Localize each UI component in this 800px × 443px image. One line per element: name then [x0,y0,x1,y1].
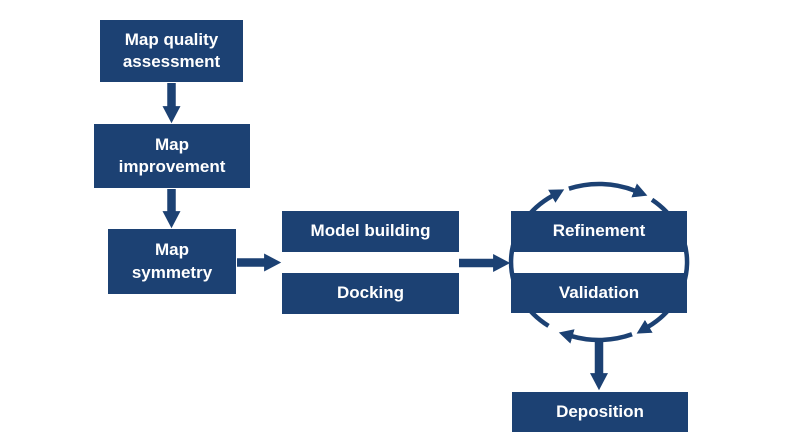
node-docking: Docking [282,273,459,314]
node-refinement: Refinement [511,211,687,252]
node-model-building: Model building [282,211,459,252]
node-deposition: Deposition [512,392,688,432]
node-map-quality-assessment: Map quality assessment [100,20,243,82]
refinement-validation-cycle [508,181,690,344]
node-map-symmetry: Map symmetry [108,229,236,294]
cycle-arc-bottom [558,329,633,344]
cycle-arc-top [568,181,648,198]
node-validation: Validation [511,273,687,313]
node-map-improvement: Map improvement [94,124,250,188]
